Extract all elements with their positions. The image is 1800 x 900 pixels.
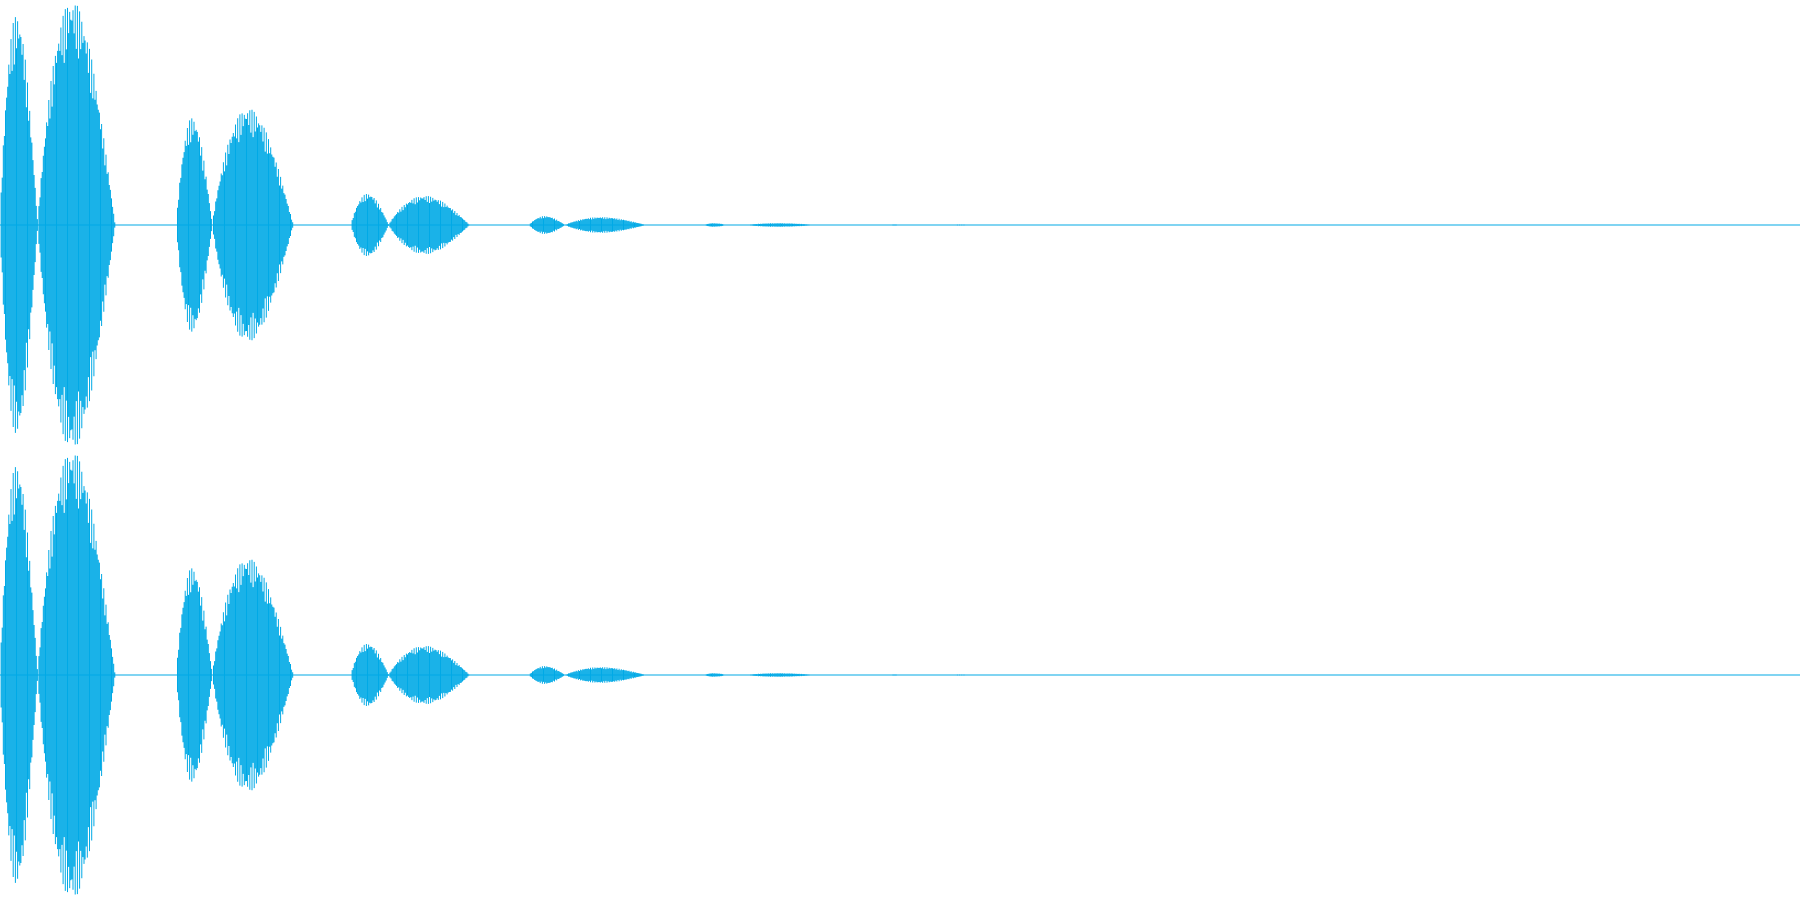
left-channel-burst-8 <box>704 223 728 227</box>
left-channel-burst-0 <box>0 17 38 433</box>
right-channel-burst-5 <box>389 646 470 704</box>
right-channel-burst-1 <box>38 455 116 895</box>
left-channel-burst-7 <box>565 217 646 233</box>
right-channel-burst-7 <box>565 667 646 683</box>
right-channel-burst-0 <box>0 467 38 883</box>
left-channel-burst-4 <box>351 194 389 256</box>
left-channel-burst-10 <box>888 224 904 226</box>
right-channel-burst-8 <box>704 673 728 677</box>
left-channel-burst-9 <box>745 223 820 227</box>
waveform-channel-left[interactable] <box>0 0 1800 450</box>
right-channel-burst-4 <box>351 644 389 706</box>
right-channel-burst-6 <box>529 666 565 684</box>
right-channel-burst-2 <box>177 568 213 782</box>
right-channel-burst-3 <box>213 559 294 791</box>
waveform-channel-right[interactable] <box>0 450 1800 900</box>
left-channel-burst-1 <box>38 5 116 445</box>
right-channel-burst-10 <box>888 674 904 676</box>
right-channel-burst-9 <box>745 673 820 677</box>
left-channel-burst-5 <box>389 196 470 254</box>
left-channel-burst-2 <box>177 118 213 332</box>
left-channel-burst-3 <box>213 109 294 341</box>
left-channel-burst-11 <box>949 224 974 226</box>
left-channel-burst-6 <box>529 216 565 234</box>
waveform-channel-left-svg <box>0 5 1800 445</box>
waveform-channel-right-svg <box>0 455 1800 895</box>
right-channel-burst-11 <box>949 674 974 676</box>
